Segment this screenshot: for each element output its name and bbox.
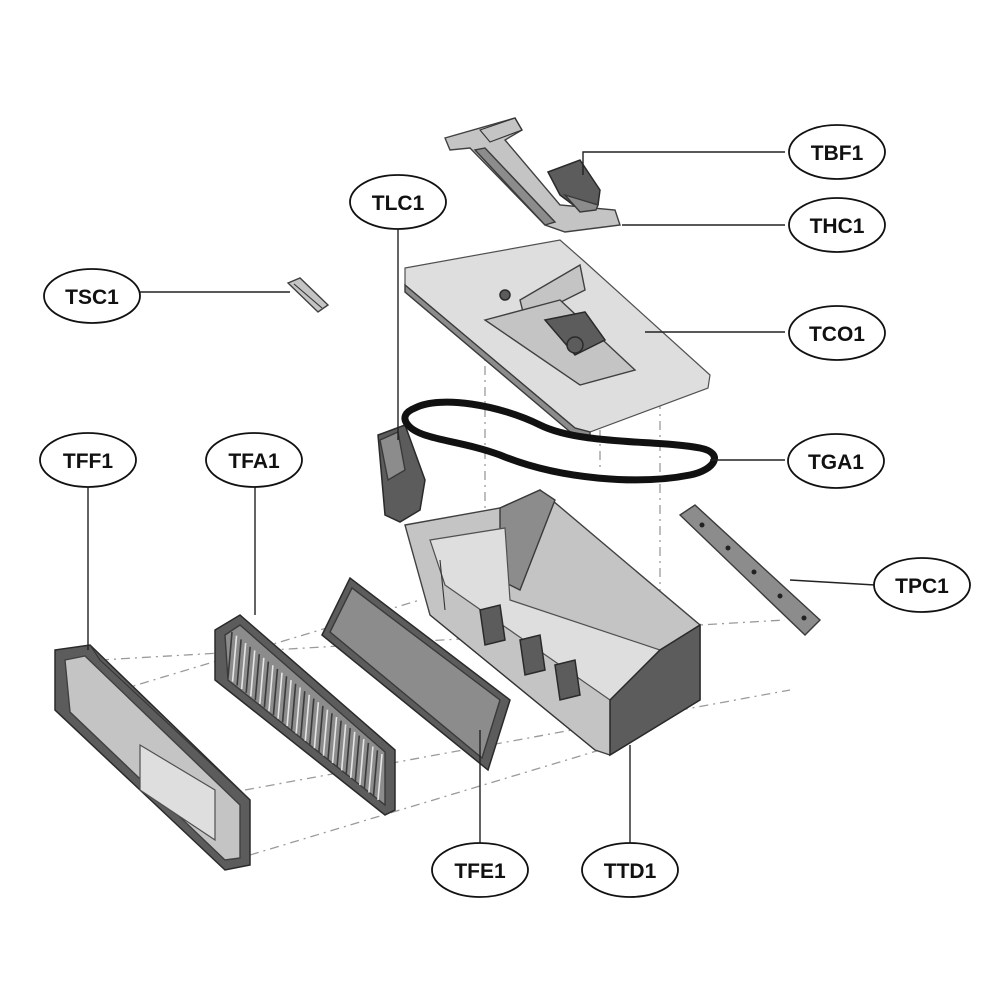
tray-body-part: [404, 489, 701, 757]
callout-tga1: TGA1: [787, 433, 885, 489]
pleated-filter-part: [214, 614, 396, 816]
filter-pleat: [268, 665, 274, 712]
filter-pleat: [309, 698, 315, 745]
callout-label-tpc1: TPC1: [895, 575, 949, 598]
callout-label-thc1: THC1: [810, 215, 865, 238]
filter-pleat: [327, 713, 333, 760]
callout-tlc1: TLC1: [349, 174, 447, 230]
callout-label-tff1: TFF1: [63, 450, 113, 473]
filter-pleat: [345, 728, 351, 775]
filter-pleat: [281, 676, 288, 723]
strip-part: [678, 504, 822, 636]
callout-label-tco1: TCO1: [809, 323, 865, 346]
filter-pleat: [227, 631, 233, 679]
callout-tfa1: TFA1: [205, 432, 303, 488]
callout-tco1: TCO1: [788, 305, 886, 361]
filter-pleats: [227, 631, 383, 801]
filter-pleat: [372, 750, 379, 797]
filter-pleat: [368, 746, 374, 793]
filter-pleat: [263, 661, 270, 708]
callout-tfe1: TFE1: [431, 842, 529, 898]
filter-pleat: [354, 735, 361, 782]
filter-pleat: [254, 654, 261, 701]
callout-label-tbf1: TBF1: [811, 142, 864, 165]
filter-pleat: [259, 657, 265, 704]
handle-frame-part: [444, 117, 621, 233]
filter-pleat: [277, 672, 283, 719]
filter-pleat: [331, 716, 338, 764]
front-frame-part: [54, 644, 251, 871]
button-part: [546, 159, 601, 213]
callout-tff1: TFF1: [39, 432, 137, 488]
filter-pleat: [349, 731, 356, 778]
leader-lines: [87, 151, 876, 843]
callout-tbf1: TBF1: [788, 124, 886, 180]
filter-pleat: [249, 650, 256, 697]
callout-label-ttd1: TTD1: [604, 860, 657, 883]
filter-pleat: [363, 742, 370, 789]
cover-plate-part: [404, 239, 711, 441]
filter-pleat: [286, 679, 292, 727]
filter-pleat: [231, 635, 238, 682]
filter-pleat: [299, 691, 306, 738]
callout-tpc1: TPC1: [873, 557, 971, 613]
filter-pleat: [290, 683, 297, 730]
filter-pleat: [236, 639, 242, 686]
callout-ttd1: TTD1: [581, 842, 679, 898]
callout-label-tsc1: TSC1: [65, 286, 119, 309]
filter-pleat: [322, 709, 329, 756]
filter-pleat: [313, 702, 320, 749]
gasket-part: [401, 398, 718, 484]
callout-label-tfa1: TFA1: [228, 450, 280, 473]
filter-pleat: [340, 724, 347, 771]
latch-part: [377, 424, 426, 523]
callout-label-tfe1: TFE1: [454, 860, 506, 883]
clip-part: [286, 277, 330, 313]
filter-pleat: [245, 646, 251, 693]
filter-pleat: [318, 705, 324, 753]
filter-pleat: [377, 753, 383, 801]
filter-pleat: [336, 720, 342, 767]
filter-pleat: [272, 668, 279, 716]
callout-label-tlc1: TLC1: [372, 192, 425, 215]
callout-label-tga1: TGA1: [808, 451, 864, 474]
filter-pleat: [359, 739, 365, 786]
filter-pleat: [240, 643, 247, 690]
filter-pleat: [295, 687, 301, 734]
foam-filter-part: [321, 576, 511, 772]
filter-pleat: [304, 694, 311, 741]
callout-thc1: THC1: [788, 197, 886, 253]
callout-tsc1: TSC1: [43, 268, 141, 324]
